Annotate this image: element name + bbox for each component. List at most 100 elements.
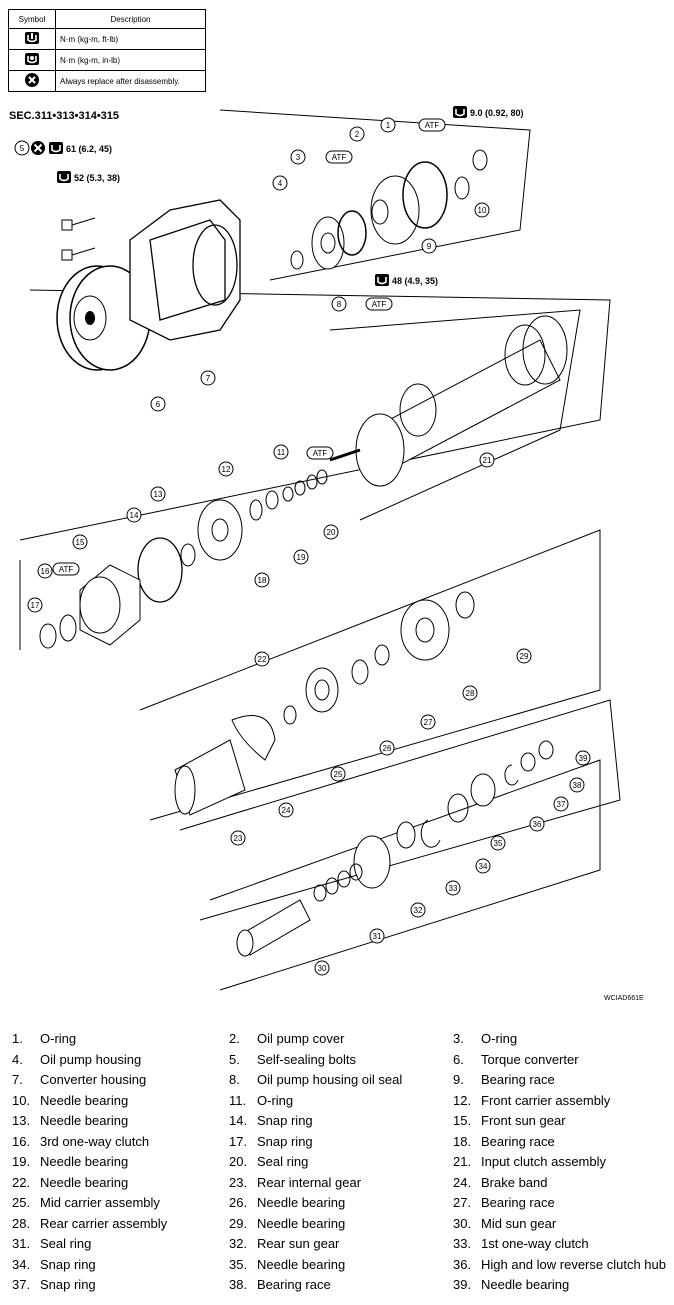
callout-24: 24 [278,802,294,818]
part-name: Mid sun gear [481,1215,557,1231]
callout-5: 5 [14,140,30,156]
needle-bearing-10 [472,149,488,171]
callout-37: 37 [553,796,569,812]
part-number: 5. [229,1051,240,1067]
callout-22: 22 [254,651,270,667]
callout-32: 32 [410,902,426,918]
callout-20: 20 [323,524,339,540]
atf-tag-8: ATF [365,297,393,311]
callout-28: 28 [462,685,478,701]
callout-number: 22 [258,655,267,664]
part-name: Oil pump cover [257,1031,345,1046]
part-number: 23. [229,1174,248,1190]
part-name: Needle bearing [257,1256,346,1272]
callout-number: 18 [258,576,267,585]
part-name: Rear internal gear [257,1174,362,1190]
part-number: 4. [12,1051,23,1067]
part-number: 9. [453,1072,464,1087]
callout-31: 31 [369,928,385,944]
callout-number: 20 [327,528,336,537]
part-name: Needle bearing [40,1092,129,1108]
callout-3: 3 [290,149,306,165]
callout-1: 1 [380,117,396,133]
part-name: Snap ring [257,1113,313,1128]
snap-ring-34 [420,819,441,848]
callout-10: 10 [474,202,490,218]
part-number: 14. [229,1113,248,1128]
part-number: 30. [453,1215,472,1231]
needle-bearing-35 [447,793,469,823]
callout-39: 39 [575,750,591,766]
callout-number: 12 [222,465,231,474]
callout-number: 14 [130,511,139,520]
part-number: 7. [12,1072,23,1087]
callout-number: 6 [156,400,161,409]
atf-text: ATF [372,300,387,309]
replace-x-icon [25,73,39,87]
callout-number: 30 [318,964,327,973]
part-number: 26. [229,1195,248,1210]
rear-carrier-assembly [400,599,450,661]
needle-bearing-26 [351,659,369,685]
part-number: 34. [12,1256,31,1272]
part-number: 17. [229,1133,248,1149]
part-name: 3rd one-way clutch [40,1133,150,1149]
torque-spec-1: 9.0 (0.92, 80) [452,105,524,119]
callout-number: 35 [494,839,503,848]
converter-housing [129,199,241,341]
part-number: 29. [229,1215,248,1231]
callout-number: 5 [20,144,25,153]
legend-desc-3: Always replace after disassembly. [55,70,206,92]
part-number: 35. [229,1256,248,1272]
mid-carrier-assembly [305,667,339,713]
needle-bearing-19 [265,490,279,510]
torque-text-2: 61 (6.2, 45) [66,144,112,154]
callout-8: 8 [331,296,347,312]
input-clutch-assembly [329,315,568,487]
part-number: 16. [12,1133,31,1149]
callout-number: 23 [234,834,243,843]
part-name: Needle bearing [40,1113,129,1128]
part-name: Self-sealing bolts [257,1051,356,1067]
part-name: 1st one-way clutch [481,1236,589,1251]
brake-band [231,715,276,761]
needle-bearing-39 [538,740,554,760]
rear-sun-gear [353,835,391,889]
part-number: 21. [453,1154,472,1169]
torque-wrench-icon [25,32,39,44]
callout-23: 23 [230,830,246,846]
part-number: 37. [12,1277,31,1292]
callout-15: 15 [72,534,88,550]
atf-text: ATF [59,565,74,574]
atf-tag-11: ATF [306,446,334,460]
part-number: 8. [229,1072,240,1087]
atf-text: ATF [313,449,328,458]
rear-internal-gear [174,739,246,816]
part-number: 25. [12,1195,31,1210]
o-ring-1 [402,161,448,229]
callout-number: 25 [334,770,343,779]
part-name: Needle bearing [40,1154,129,1169]
hlr-clutch-hub [470,773,496,807]
callout-number: 7 [206,374,211,383]
torque-wrench-small-icon [25,53,39,65]
callout-16: 16 [37,563,53,579]
callout-26: 26 [379,740,395,756]
part-number: 13. [12,1113,31,1128]
part-number: 2. [229,1031,240,1046]
needle-bearing-29 [455,591,475,619]
bearing-race-9 [454,176,470,200]
callout-number: 27 [424,718,433,727]
atf-tag-16: ATF [52,562,80,576]
callout-number: 9 [427,242,432,251]
part-name: Needle bearing [257,1215,346,1231]
part-name: Bearing race [481,1195,555,1210]
part-number: 33. [453,1236,472,1251]
atf-text: ATF [425,121,440,130]
callout-29: 29 [516,648,532,664]
callout-17: 17 [27,597,43,613]
callout-9: 9 [421,238,437,254]
callout-number: 39 [579,754,588,763]
part-number: 39. [453,1277,472,1292]
callout-labels: 1234567891011121314151617181920212223242… [14,117,591,976]
